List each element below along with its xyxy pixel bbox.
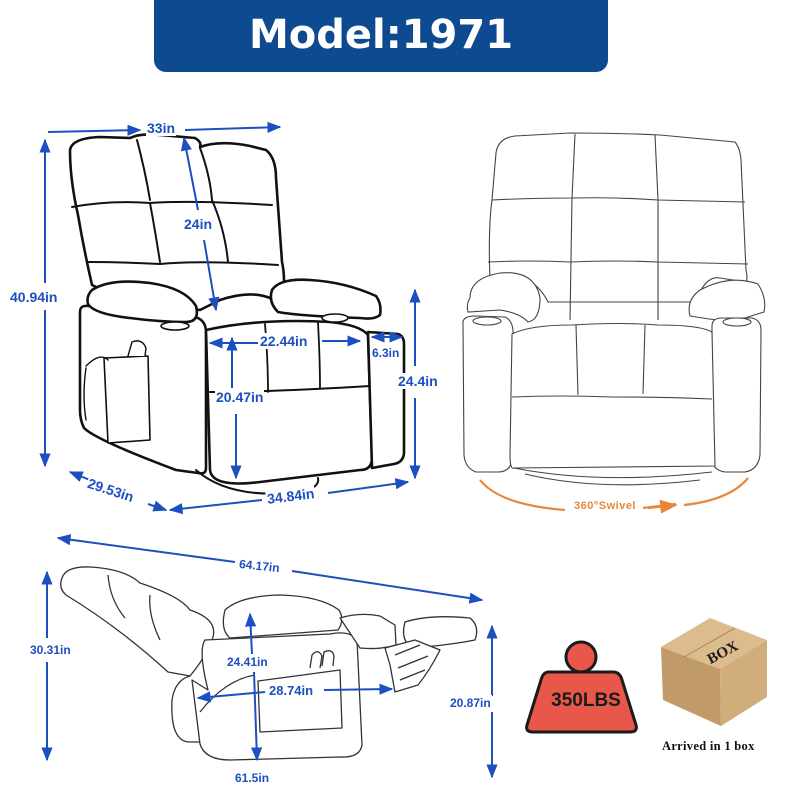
dim-seat-height: 20.47in xyxy=(215,389,265,405)
dim-seat-depth: 28.74in xyxy=(268,683,315,699)
dim-reclined-arm-height: 24.41in xyxy=(226,654,269,670)
front-dimension-lines xyxy=(39,121,421,515)
model-title: Model:1971 xyxy=(248,12,514,58)
dim-seat-width: 22.44in xyxy=(259,333,309,349)
model-header-banner: Model:1971 xyxy=(154,0,608,72)
dim-reclined-depth: 61.5in xyxy=(234,770,271,786)
front-chair-drawing xyxy=(68,133,406,495)
dim-top-width: 33in xyxy=(146,120,177,136)
swivel-chair-drawing xyxy=(462,132,766,486)
dim-footrest-height: 20.87in xyxy=(449,695,492,711)
dim-back-height: 24in xyxy=(183,216,214,232)
swivel-label: 360°Swivel xyxy=(572,500,638,512)
dim-arm-height: 24.4in xyxy=(397,373,439,389)
swivel-arc xyxy=(479,477,749,514)
weight-capacity-icon xyxy=(525,640,638,734)
weight-capacity-label: 350LBS xyxy=(551,690,621,711)
reclined-dimension-lines xyxy=(41,534,498,779)
package-caption: Arrived in 1 box xyxy=(662,739,755,753)
package-box-icon xyxy=(661,618,767,726)
dim-armrest-width: 6.3in xyxy=(371,345,401,361)
dim-total-height: 40.94in xyxy=(9,289,59,305)
dim-reclined-height: 30.31in xyxy=(29,642,72,658)
